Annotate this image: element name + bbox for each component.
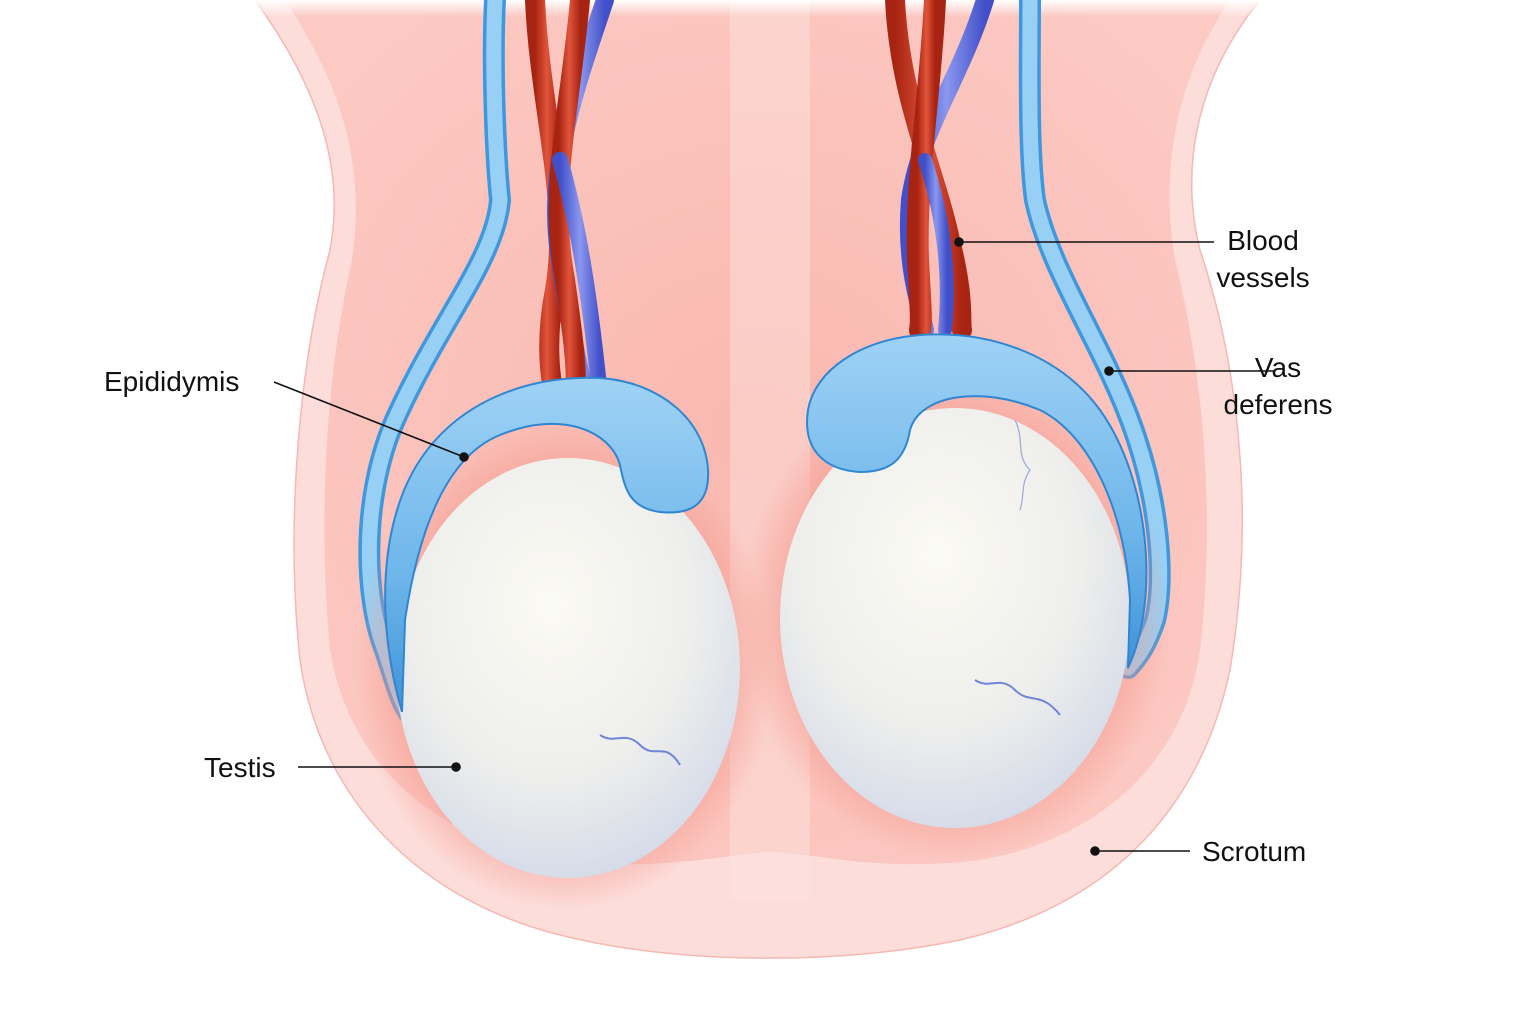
right-testis	[780, 408, 1130, 828]
left-epididymis	[384, 376, 710, 713]
left-blood-vessels	[525, 0, 614, 405]
right-blood-vessels	[885, 0, 994, 341]
label-vas-deferens: Vas deferens	[1206, 349, 1350, 423]
right-epididymis	[806, 333, 1148, 669]
label-blood-vessels: Blood vessels	[1200, 222, 1326, 296]
leader-lines	[273, 237, 1273, 856]
label-blood-vessels-line2: vessels	[1216, 262, 1310, 293]
label-scrotum: Scrotum	[1202, 836, 1307, 867]
label-blood-vessels-line1: Blood	[1227, 225, 1299, 256]
label-vas-deferens-line1: Vas	[1254, 352, 1302, 383]
label-vas-deferens-line2: deferens	[1223, 389, 1333, 420]
label-epididymis: Epididymis	[104, 366, 240, 397]
left-testis	[396, 458, 740, 878]
label-testis: Testis	[204, 752, 276, 783]
